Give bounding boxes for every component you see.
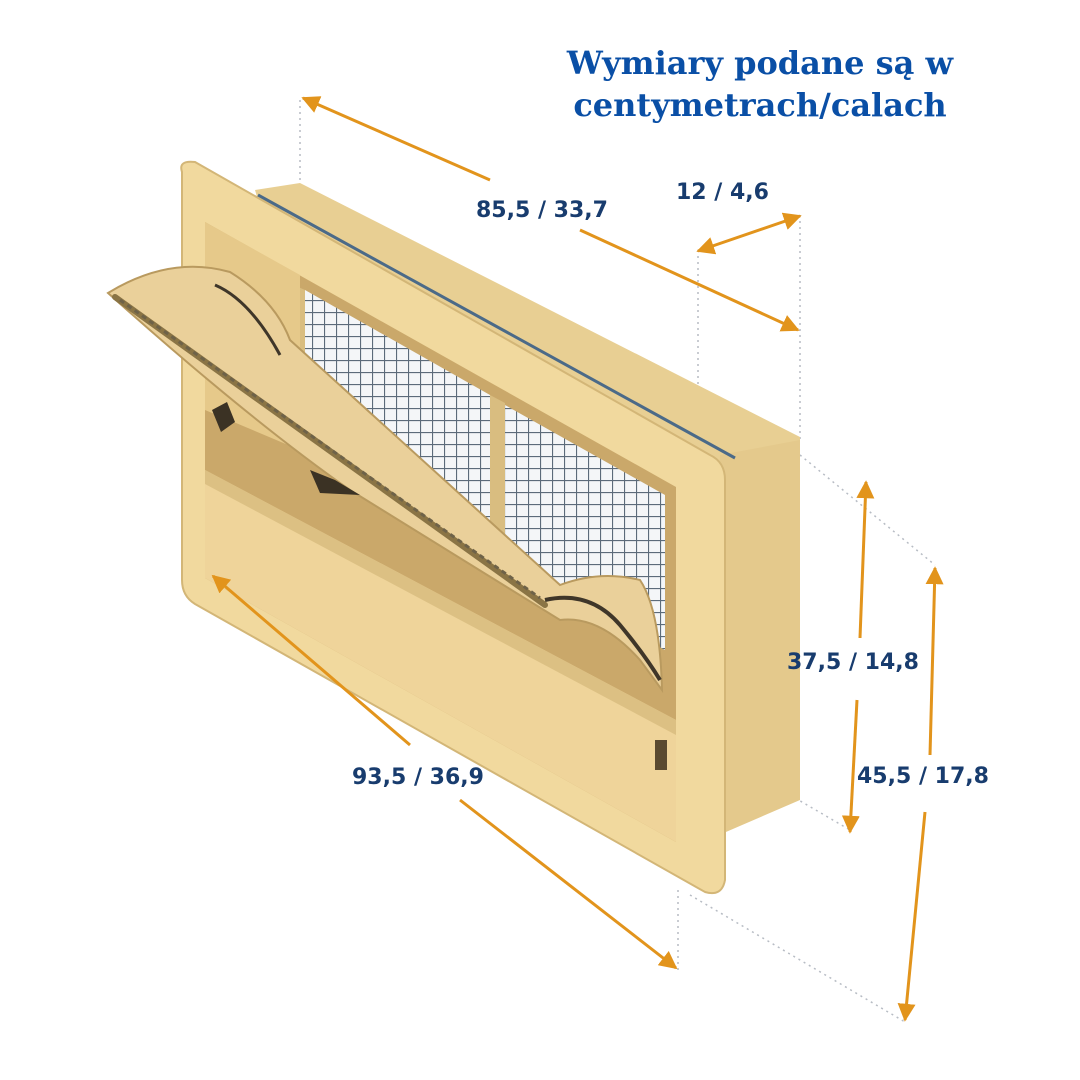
label-top-length: 85,5 / 33,7 bbox=[476, 198, 608, 223]
arrow-inner-height-b bbox=[841, 699, 860, 834]
arrow-outer-height-b bbox=[897, 811, 927, 1022]
arrow-outer-height-a bbox=[925, 566, 944, 756]
label-outer-height: 45,5 / 17,8 bbox=[857, 764, 989, 789]
label-bottom-length: 93,5 / 36,9 bbox=[352, 765, 484, 790]
label-inner-height: 37,5 / 14,8 bbox=[787, 650, 919, 675]
title-line-2: centymetrach/calach bbox=[573, 86, 947, 124]
arrow-depth bbox=[696, 212, 802, 255]
title-line-1: Wymiary podane są w bbox=[566, 44, 954, 82]
label-depth: 12 / 4,6 bbox=[676, 180, 769, 205]
page-title: Wymiary podane są w centymetrach/calach bbox=[560, 42, 960, 126]
arrow-inner-height-a bbox=[856, 480, 875, 639]
arrow-top-length-a bbox=[301, 96, 491, 182]
arrow-bottom-length-b bbox=[459, 798, 678, 970]
arrow-bottom-length-a bbox=[211, 574, 411, 747]
louvre-flap bbox=[106, 265, 664, 694]
arrow-top-length-b bbox=[579, 228, 800, 332]
dimension-arrows bbox=[211, 96, 944, 1022]
